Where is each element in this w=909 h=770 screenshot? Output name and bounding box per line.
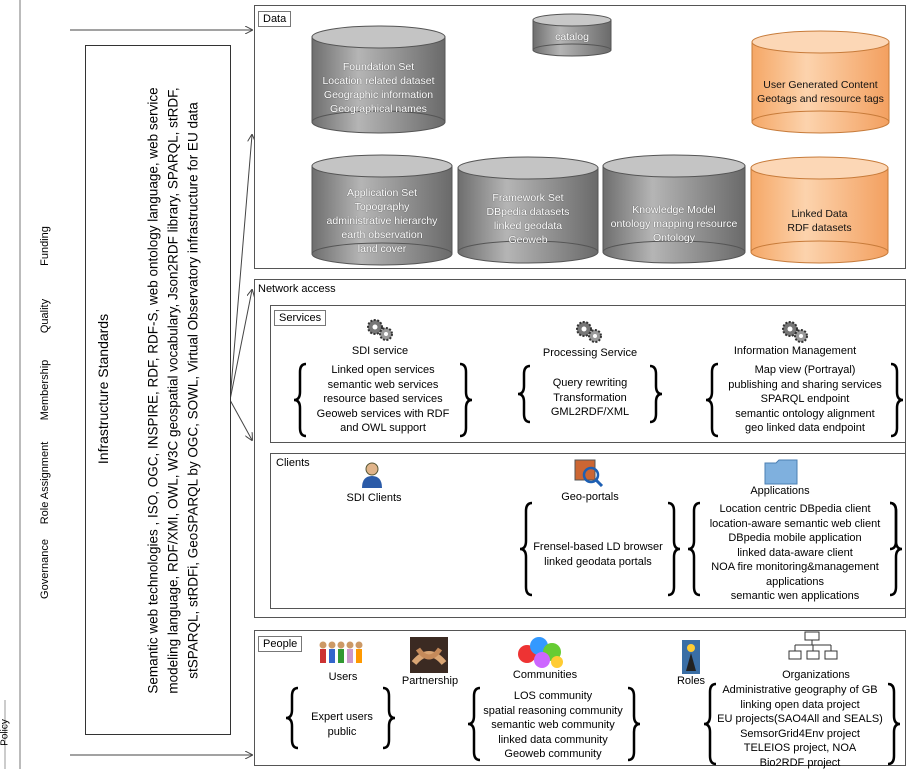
roles-title: Roles: [676, 675, 706, 687]
services-label: Services: [274, 310, 327, 326]
application-cylinder: [311, 154, 453, 266]
people-label: People: [258, 636, 303, 652]
brace-left: [519, 501, 533, 597]
globe-search-icon: [574, 459, 604, 487]
knowledge-cylinder: [602, 154, 746, 264]
users-icon: [319, 641, 363, 663]
brace-right: [627, 686, 641, 762]
folder-icon: [764, 459, 798, 485]
network-label: Network access: [258, 283, 336, 295]
brace-right: [887, 682, 901, 766]
sdi-service-title: SDI service: [351, 345, 409, 357]
communities-icon: [518, 637, 563, 668]
info-management-list: Map view (Portrayal)publishing and shari…: [728, 364, 882, 434]
communities-title: Communities: [512, 669, 578, 681]
brace-right: [667, 501, 681, 597]
data-label: Data: [258, 11, 292, 27]
organization-chart-icon: [788, 631, 838, 660]
info-management-title: Information Management: [733, 345, 857, 357]
processing-service-title: Processing Service: [542, 347, 638, 359]
linked-cylinder: [750, 156, 889, 264]
standards-box: [85, 45, 231, 735]
brace-left: [517, 364, 531, 424]
organizations-title: Organizations: [782, 669, 850, 681]
brace-right-lower: [889, 501, 903, 597]
roles-icon: [682, 640, 700, 674]
brace-left: [687, 501, 701, 597]
gear-icon: [367, 319, 393, 341]
users-title: Users: [328, 671, 358, 683]
foundation-cylinder: [311, 25, 446, 134]
applications-title: Applications: [750, 485, 810, 497]
catalog-cylinder: [532, 13, 612, 57]
user-icon: [362, 462, 382, 488]
brace-left: [293, 362, 307, 438]
brace-left: [285, 686, 299, 750]
partnership-icon: [410, 637, 448, 673]
ugc-cylinder: [751, 30, 890, 134]
gear-icon: [782, 321, 808, 343]
geo-portals-title: Geo-portals: [561, 491, 619, 503]
brace-right: [649, 364, 663, 424]
brace-right: [459, 362, 473, 438]
brace-right: [890, 362, 904, 438]
brace-left: [705, 362, 719, 438]
sdi-clients-title: SDI Clients: [346, 492, 402, 504]
brace-right: [382, 686, 396, 750]
catalog-label: catalog: [555, 31, 589, 43]
framework-cylinder: [457, 156, 599, 264]
partnership-title: Partnership: [401, 675, 459, 687]
clients-label: Clients: [276, 457, 310, 469]
brace-left: [703, 682, 717, 766]
gear-icon: [576, 321, 602, 343]
brace-left: [467, 686, 481, 762]
